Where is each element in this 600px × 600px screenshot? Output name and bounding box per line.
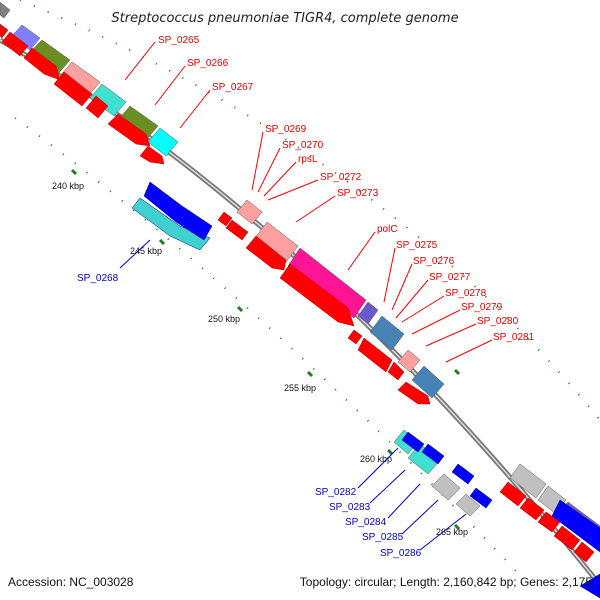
forward-gene-labels: SP_0265 SP_0266 SP_0267 SP_0269 SP_0270 …: [158, 35, 535, 343]
forward-genes: [0, 23, 595, 563]
forward-gene: [233, 225, 249, 241]
kbp-label: 260 kbp: [360, 454, 392, 464]
cog-box: [147, 127, 179, 157]
reverse-gene: [421, 443, 445, 465]
gene-label[interactable]: SP_0284: [345, 517, 387, 528]
cog-ring: [0, 1, 600, 543]
map-title: Streptococcus pneumoniae TIGR4, complete…: [111, 11, 458, 26]
reverse-gene: [131, 197, 211, 251]
gene-label[interactable]: rpsL: [298, 154, 318, 165]
cog-box: [89, 83, 127, 117]
forward-gene: [553, 525, 581, 551]
forward-gene: [85, 95, 109, 119]
cog-box: [236, 199, 263, 225]
forward-gene: [347, 329, 363, 345]
cog-box: [254, 221, 299, 263]
cog-box: [287, 247, 367, 319]
genome-backbone-highlight: [0, 39, 600, 586]
gene-label[interactable]: SP_0283: [329, 502, 371, 513]
cog-box: [509, 463, 547, 499]
gene-label[interactable]: SP_0275: [396, 240, 438, 251]
forward-gene: [139, 145, 165, 165]
forward-gene: [387, 361, 405, 381]
forward-gene: [245, 235, 287, 271]
forward-gene: [519, 497, 545, 521]
gene-label[interactable]: polC: [377, 224, 398, 235]
forward-gene: [573, 541, 595, 563]
forward-gene: [217, 211, 233, 227]
gene-label[interactable]: SP_0286: [380, 548, 422, 559]
cog-box: [0, 1, 11, 19]
forward-gene: [499, 481, 527, 507]
major-ticks: [70, 168, 461, 531]
kbp-label: 250 kbp: [208, 314, 240, 324]
reverse-leaders: [119, 239, 467, 551]
gene-label[interactable]: SP_0281: [493, 332, 535, 343]
gene-label[interactable]: SP_0276: [413, 256, 455, 267]
gene-label[interactable]: SP_0268: [77, 273, 119, 284]
kbp-label: 265 kbp: [436, 527, 468, 537]
kbp-label: 255 kbp: [284, 383, 316, 393]
reverse-gene: [579, 573, 600, 599]
reverse-gene: [451, 463, 475, 485]
gene-label[interactable]: SP_0273: [337, 188, 379, 199]
cog-box: [455, 493, 481, 517]
forward-gene: [0, 23, 9, 39]
forward-gene: [357, 337, 393, 373]
reverse-gene: [469, 487, 493, 509]
gene-label[interactable]: SP_0270: [282, 140, 324, 151]
cog-box: [357, 301, 379, 325]
reverse-gene: [551, 499, 600, 553]
kbp-label: 245 kbp: [130, 246, 162, 256]
cog-box: [431, 473, 461, 501]
cog-box: [397, 349, 421, 373]
reverse-gene-labels: SP_0268 SP_0282 SP_0283 SP_0284 SP_0285 …: [77, 273, 422, 559]
forward-gene: [53, 71, 93, 107]
gene-label[interactable]: SP_0265: [158, 35, 200, 46]
gene-label[interactable]: SP_0279: [461, 302, 503, 313]
gene-label[interactable]: SP_0267: [212, 82, 254, 93]
genome-backbone: [0, 37, 600, 587]
gene-label[interactable]: SP_0266: [187, 58, 229, 69]
forward-gene: [397, 381, 431, 405]
kbp-label: 240 kbp: [52, 181, 84, 191]
gene-label[interactable]: SP_0277: [429, 272, 471, 283]
gene-label[interactable]: SP_0278: [445, 288, 487, 299]
gene-label[interactable]: SP_0282: [315, 487, 357, 498]
reverse-genes: [131, 181, 600, 599]
tick-ring-outer: [14, 0, 600, 576]
cog-box: [369, 315, 405, 351]
gene-label[interactable]: SP_0280: [477, 316, 519, 327]
forward-leaders: [124, 41, 493, 363]
accession-text: Accession: NC_003028: [8, 575, 134, 589]
cog-box: [11, 24, 41, 51]
cog-box: [411, 365, 445, 399]
gene-label[interactable]: SP_0269: [265, 124, 307, 135]
reverse-gene: [143, 181, 213, 241]
gene-label[interactable]: SP_0272: [320, 172, 362, 183]
topology-text: Topology: circular; Length: 2,160,842 bp…: [300, 575, 593, 589]
reverse-gene: [401, 431, 425, 453]
forward-gene: [107, 113, 151, 147]
gene-label[interactable]: SP_0285: [362, 532, 404, 543]
forward-gene: [279, 263, 355, 327]
forward-gene: [1, 31, 29, 57]
forward-gene: [23, 47, 61, 81]
